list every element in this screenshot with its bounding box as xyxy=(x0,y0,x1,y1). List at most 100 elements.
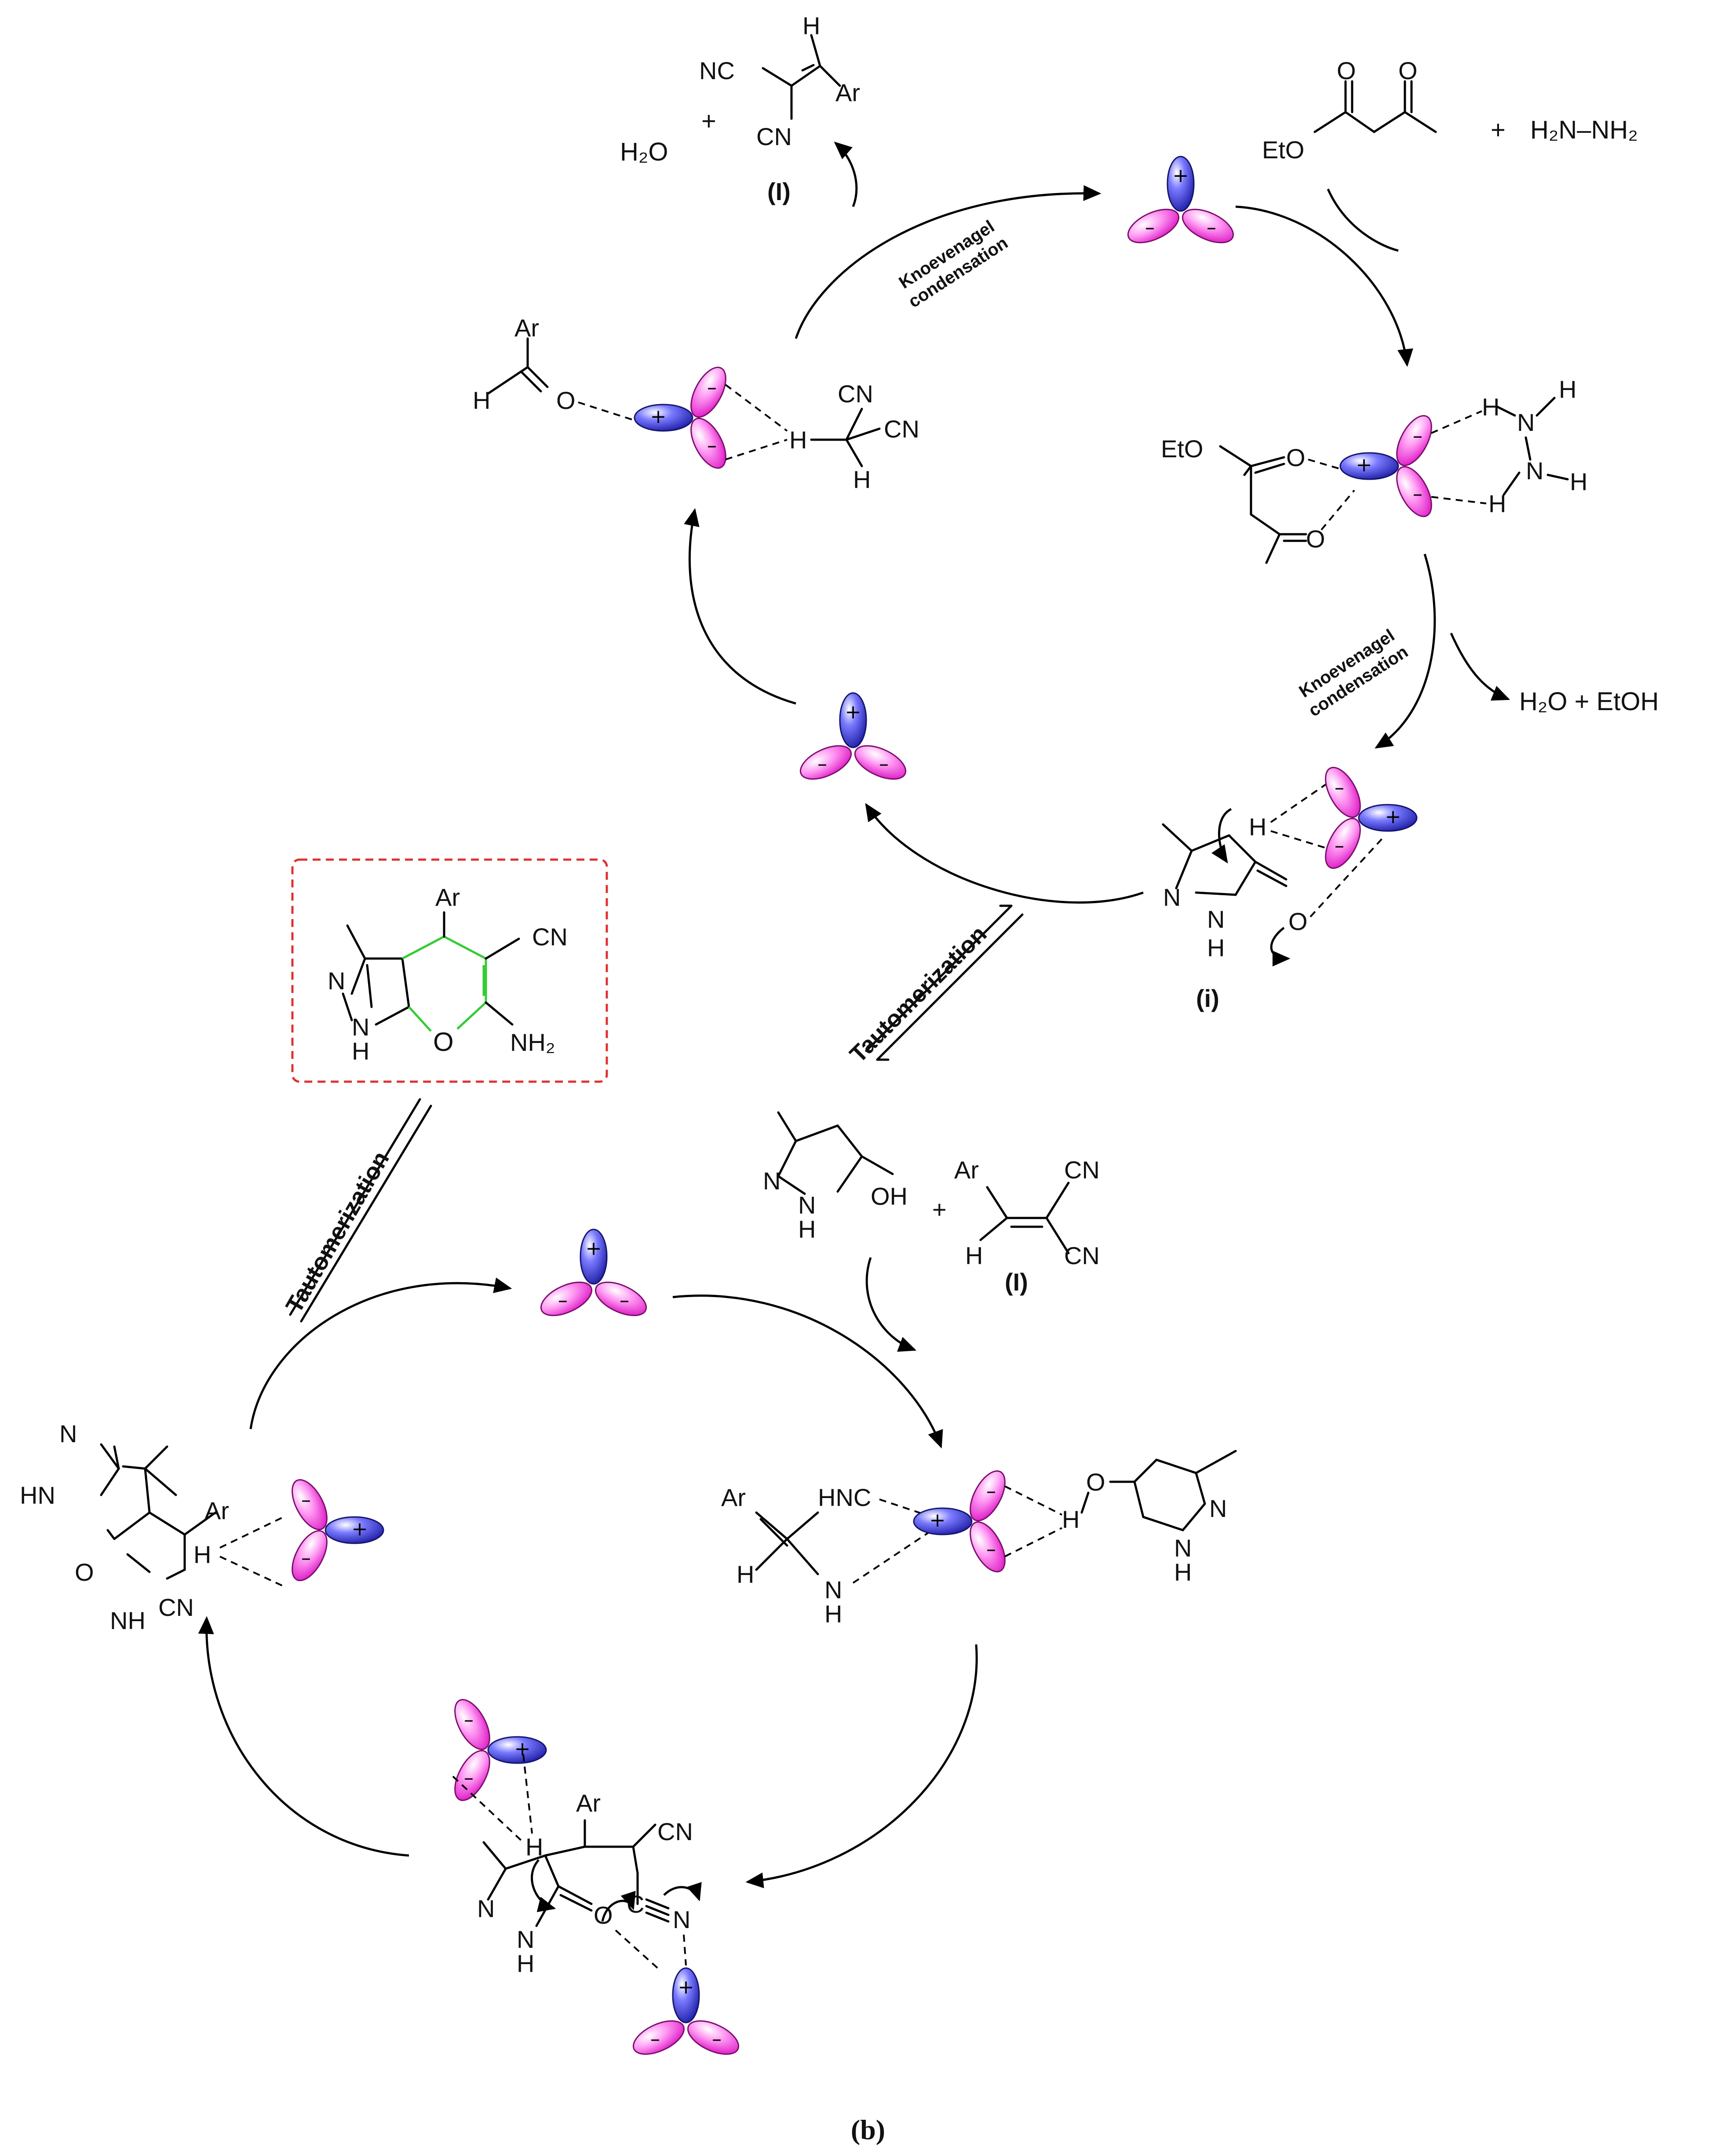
arrow-to-cyclization-complex xyxy=(745,1644,978,1889)
label-n: N xyxy=(1526,457,1543,485)
label-nh: NH xyxy=(110,1607,146,1634)
label-h: H xyxy=(802,12,820,40)
label-nh2: NH₂ xyxy=(510,1028,555,1056)
acetoacetate-hydrazine-complex: EtO O O H N H N H H xyxy=(1161,376,1587,564)
label-h: H xyxy=(1249,813,1266,841)
label-n: N xyxy=(477,1895,495,1922)
catalyst-icon xyxy=(535,1229,652,1323)
label-h: H xyxy=(789,426,807,454)
pyrazol-ol-and-arylidene: N N H OH + Ar CN H CN (I) xyxy=(763,1111,1100,1296)
catalyst-icon xyxy=(795,692,912,787)
label-ar: Ar xyxy=(204,1497,229,1524)
water-label: H₂O xyxy=(620,138,668,166)
label-h: H xyxy=(193,1541,211,1568)
label-cn: CN xyxy=(884,415,919,443)
label-cn: CN xyxy=(1064,1242,1100,1269)
figure-caption: (b) xyxy=(851,2114,885,2145)
label-h: H xyxy=(737,1560,754,1588)
label-h: H xyxy=(1174,1558,1192,1586)
label-o: O xyxy=(1286,444,1306,471)
label-n: N xyxy=(352,1013,369,1041)
label-h: H xyxy=(1062,1506,1080,1533)
label-eto: EtO xyxy=(1161,435,1203,463)
arrow-to-hydrazine-complex xyxy=(1235,205,1413,367)
label-o-red: O xyxy=(433,1027,454,1057)
label-cn: CN xyxy=(657,1818,693,1845)
arrow-release-water-ethanol xyxy=(1450,632,1510,701)
label-o: O xyxy=(556,386,576,414)
aldehyde-malononitrile-complex: Ar H O H CN CN H xyxy=(473,314,919,493)
plus-sign: + xyxy=(932,1196,947,1223)
iminopyran-complex: N HN Ar H O NH CN xyxy=(20,1420,384,1634)
label-cn: CN xyxy=(756,123,792,150)
label-n: N xyxy=(59,1420,77,1447)
label-n: N xyxy=(1517,408,1535,436)
label-o: O xyxy=(75,1558,94,1586)
label-h: H xyxy=(352,1037,369,1065)
catalyst-icon xyxy=(1122,156,1239,250)
hydrazine-label: H₂N–NH₂ xyxy=(1530,116,1638,144)
label-n: N xyxy=(1163,883,1181,911)
label-ar: Ar xyxy=(514,314,539,342)
arrow-to-product-I xyxy=(834,142,858,207)
label-eto: EtO xyxy=(1262,136,1304,164)
label-ar: Ar xyxy=(835,79,860,106)
label-o: O xyxy=(1288,908,1308,935)
label-n: N xyxy=(328,967,345,995)
label-ar: Ar xyxy=(954,1156,979,1184)
label-ar: Ar xyxy=(435,883,460,911)
label-ar: Ar xyxy=(721,1484,746,1511)
arrow-to-imine-complex xyxy=(198,1616,409,1857)
tautomerization-equilibrium-mid: Tautomerization xyxy=(845,904,1024,1068)
water-ethanol-label: H₂O + EtOH xyxy=(1519,687,1659,716)
label-cn: CN xyxy=(1064,1156,1100,1184)
label-ar: Ar xyxy=(576,1789,601,1817)
michael-adduct-complex: Ar HNC H N H H O N N H xyxy=(721,1450,1237,1628)
arrow-catalyst-return xyxy=(865,803,1144,904)
arrow-to-catalyst-bottom xyxy=(249,1277,512,1429)
label-h: H xyxy=(1559,376,1576,403)
arrow-to-aldehyde-complex xyxy=(684,508,796,705)
label-o: O xyxy=(1086,1468,1105,1496)
compound-I-label: (I) xyxy=(767,178,791,205)
label-n: N xyxy=(824,1576,842,1604)
label-cn: CN xyxy=(158,1593,194,1621)
label-h: H xyxy=(473,386,490,414)
label-h: H xyxy=(853,466,871,493)
arylidene-malononitrile-top: NC H Ar CN (I) xyxy=(699,12,860,205)
arrow-to-intermediate-i xyxy=(1375,554,1436,749)
label-hn: HN xyxy=(20,1481,55,1509)
label-n: N xyxy=(1174,1534,1192,1562)
svg-text:Tautomerization: Tautomerization xyxy=(281,1147,394,1317)
arrow-reagent-in-bottom xyxy=(865,1257,917,1352)
label-h: H xyxy=(517,1950,534,1977)
label-o: O xyxy=(1337,57,1356,84)
label-o: O xyxy=(1398,57,1418,84)
label-h: H xyxy=(1570,468,1587,496)
ethyl-acetoacetate: EtO O O xyxy=(1262,57,1437,164)
label-cn: CN xyxy=(838,380,873,408)
arrow-to-catalyst xyxy=(795,185,1101,339)
label-h: H xyxy=(798,1215,816,1243)
label-oh: OH xyxy=(871,1182,908,1210)
plus-sign: + xyxy=(1491,116,1506,144)
label-n: N xyxy=(763,1167,780,1195)
compound-I-label: (I) xyxy=(1005,1268,1028,1296)
label-n: N xyxy=(798,1191,816,1219)
label-hnc: HNC xyxy=(818,1484,871,1511)
product-pyranopyrazole-box: Ar CN N N H O NH₂ xyxy=(291,858,608,1083)
svg-text:Tautomerization: Tautomerization xyxy=(845,921,992,1068)
knoevenagel-label-right: Knoevenagel condensation xyxy=(1296,626,1412,721)
arrow-to-michael-complex xyxy=(672,1294,943,1449)
label-n: N xyxy=(673,1906,690,1933)
label-n: N xyxy=(1207,905,1225,933)
label-h: H xyxy=(1207,934,1225,962)
arrow-reagent-in xyxy=(1327,188,1399,252)
label-cn: CN xyxy=(532,923,568,951)
label-n: N xyxy=(517,1925,534,1953)
label-nc: NC xyxy=(699,57,735,84)
pyrazolone-intermediate-i: N N H O H (i) xyxy=(1162,761,1418,1012)
label-n: N xyxy=(1209,1495,1227,1522)
cyclization-complex: H Ar CN N N H O C N xyxy=(447,1693,744,2062)
